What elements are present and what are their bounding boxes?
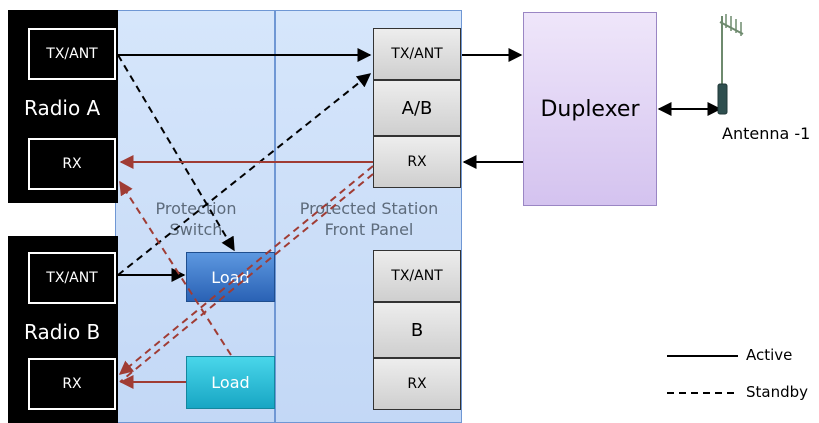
front-port-a-rx: RX (373, 136, 461, 188)
radio-b: TX/ANT Radio B RX (8, 236, 118, 423)
load-2: Load (186, 356, 275, 409)
front-port-b-tx: TX/ANT (373, 250, 461, 302)
radio-a-tx: TX/ANT (28, 28, 116, 80)
load-1: Load (186, 252, 275, 302)
radio-b-name: Radio B (24, 320, 101, 344)
front-port-b-b: B (373, 302, 461, 358)
legend-active-label: Active (746, 346, 793, 364)
radio-a: TX/ANT Radio A RX (8, 10, 118, 203)
line-load2-radio-a-rx-standby (119, 180, 232, 356)
protection-switch-panel (115, 10, 275, 423)
line-radio-b-tx-standby (117, 73, 372, 276)
antenna-icon (717, 14, 744, 115)
front-port-a-tx: TX/ANT (373, 28, 461, 80)
duplexer: Duplexer (523, 12, 657, 206)
radio-b-tx: TX/ANT (28, 252, 116, 304)
front-panel-label: Protected Station Front Panel (299, 199, 439, 239)
line-front-rx-radio-b-standby-2 (119, 173, 374, 383)
antenna-label: Antenna -1 (722, 124, 811, 143)
radio-a-name: Radio A (24, 96, 101, 120)
protection-switch-label: Protection Switch (155, 199, 237, 239)
front-port-b-rx: RX (373, 358, 461, 410)
legend-standby-label: Standby (746, 383, 809, 401)
front-port-a-ab: A/B (373, 80, 461, 136)
line-front-rx-radio-b-standby-1 (118, 165, 374, 375)
radio-b-rx: RX (28, 358, 116, 410)
radio-a-rx: RX (28, 138, 116, 190)
line-radio-a-tx-standby (117, 54, 235, 252)
